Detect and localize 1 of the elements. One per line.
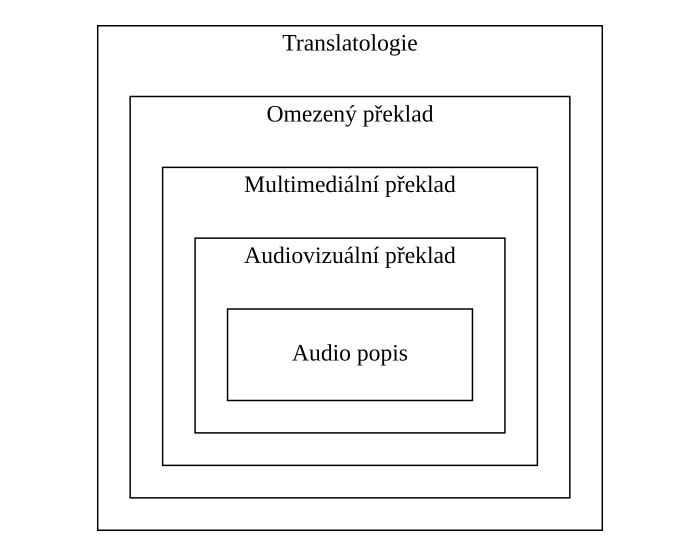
node-box: Audio popis bbox=[226, 308, 473, 402]
